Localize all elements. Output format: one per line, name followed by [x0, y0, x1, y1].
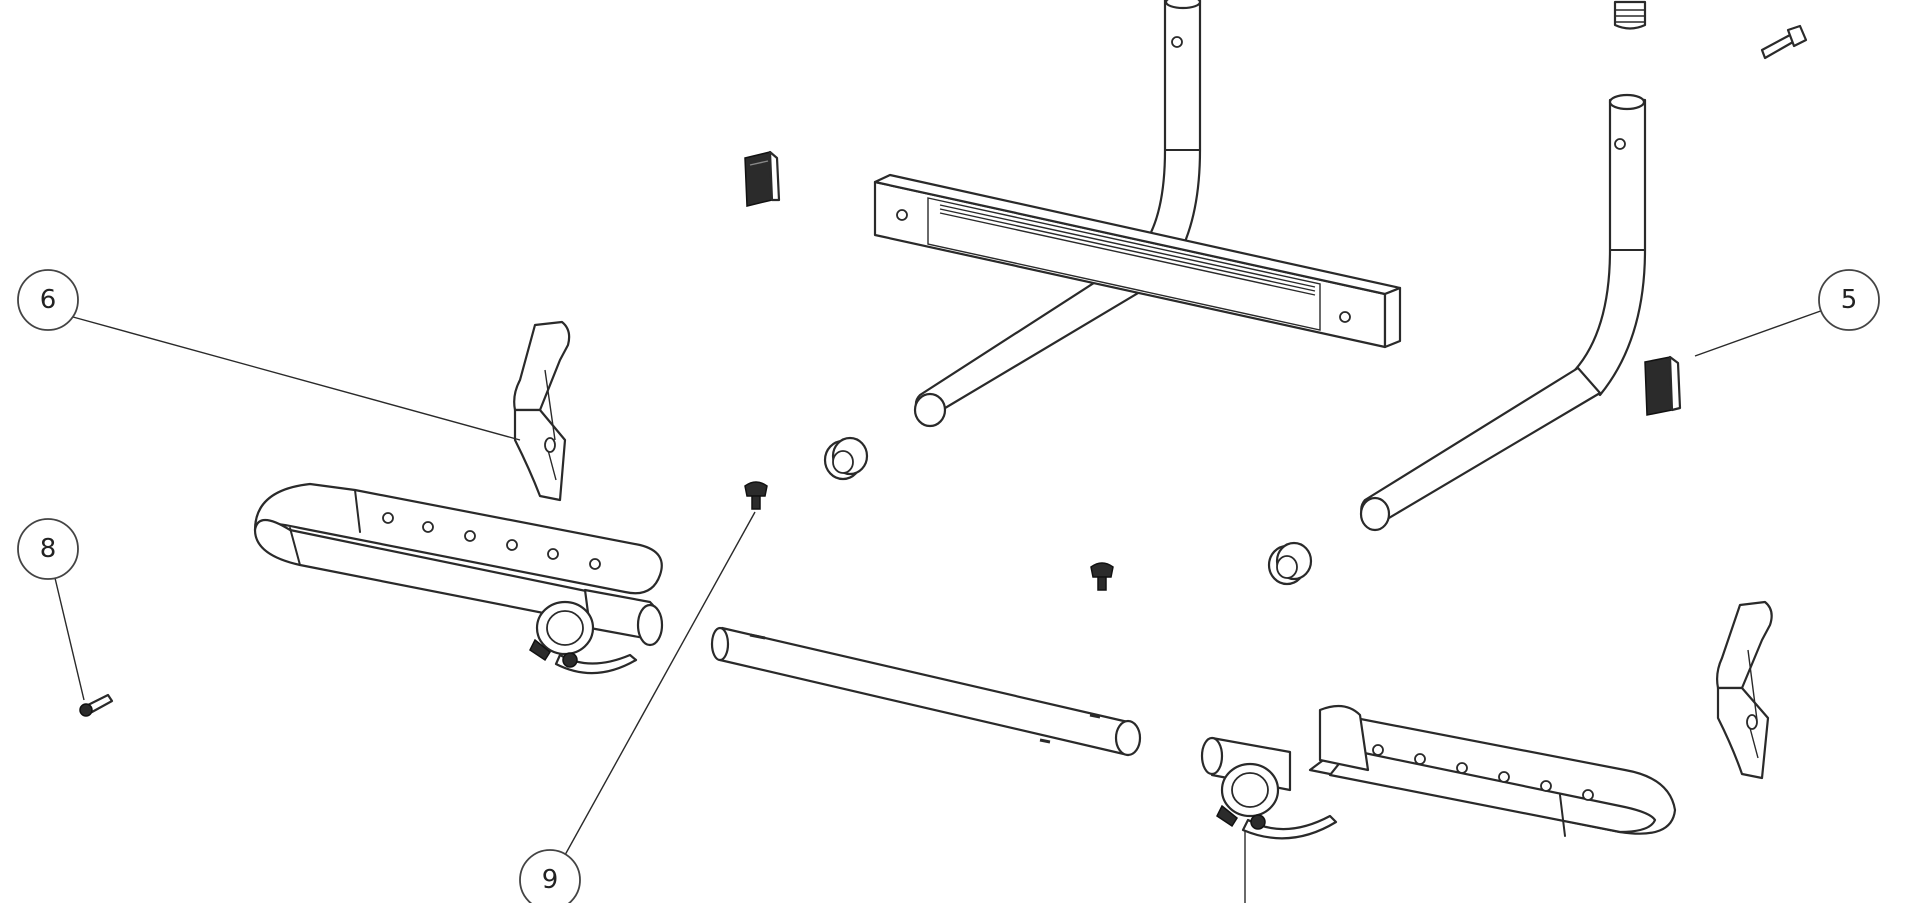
hand-grip-right: [1716, 600, 1773, 780]
upright-post-right: [1359, 93, 1647, 532]
axle-tube: [710, 626, 1142, 757]
leader-lines: [54, 307, 1830, 903]
u-handle-right: [1200, 704, 1677, 840]
rect-end-cap-left: [744, 150, 781, 207]
crossbar-channel: [873, 173, 1402, 349]
screw-9: [744, 481, 768, 510]
tube-plug-right: [1267, 541, 1313, 586]
callout-5-label: 5: [1841, 285, 1858, 315]
end-plug-top: [1613, 0, 1647, 30]
upright-post-left: [913, 0, 1202, 428]
rect-end-cap-right: [1644, 355, 1682, 416]
pin-8: [79, 693, 114, 717]
callout-9-label: 9: [542, 865, 559, 895]
bolt-top-right: [1760, 24, 1808, 60]
callout-9: 9: [519, 849, 581, 903]
callout-8-label: 8: [40, 534, 57, 564]
callout-6: 6: [17, 269, 79, 331]
hand-grip-left: [513, 320, 571, 502]
callout-8: 8: [17, 518, 79, 580]
callout-6-label: 6: [40, 285, 57, 315]
tube-plug-left: [823, 436, 869, 481]
callout-5: 5: [1818, 269, 1880, 331]
u-handle-left: [253, 482, 664, 675]
screw-center: [1090, 562, 1114, 591]
